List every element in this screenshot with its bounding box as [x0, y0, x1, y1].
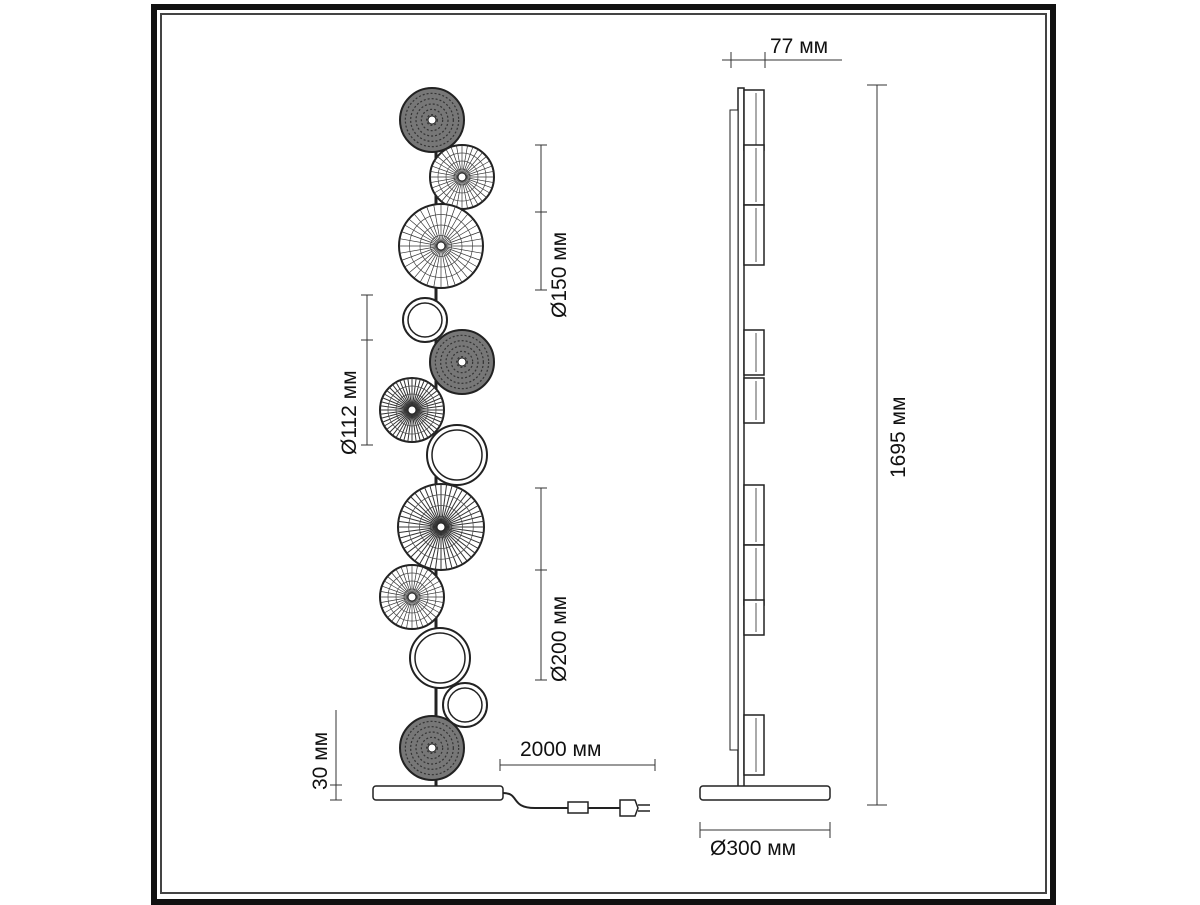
- lamp-ring: [442, 682, 488, 728]
- side-disk-panel: [743, 599, 765, 636]
- lamp-disk: [379, 377, 445, 443]
- lamp-disk: [399, 715, 465, 781]
- dim-label-disk-150: Ø150 мм: [548, 232, 571, 318]
- plug-icon: [619, 799, 639, 817]
- dim-label-total-height: 1695 мм: [887, 397, 910, 478]
- lamp-disk: [429, 144, 495, 210]
- side-disk-panel: [743, 204, 765, 266]
- dim-label-base-diameter: Ø300 мм: [710, 837, 796, 860]
- lamp-base: [372, 785, 504, 801]
- dim-label-base-height: 30 мм: [309, 732, 332, 790]
- power-cord: [502, 792, 568, 809]
- dim-label-cord-length: 2000 мм: [520, 738, 601, 761]
- lamp-disk: [399, 87, 465, 153]
- lamp-ring: [426, 424, 488, 486]
- side-view: [699, 87, 831, 801]
- lamp-disk: [379, 564, 445, 630]
- drawing-frame-inner: [160, 13, 1047, 894]
- side-panels: [743, 89, 765, 776]
- lamp-disk: [429, 329, 495, 395]
- cord-switch: [567, 801, 589, 814]
- dim-label-disk-200: Ø200 мм: [548, 596, 571, 682]
- side-disk-panel: [743, 329, 765, 376]
- side-back-rail: [729, 109, 739, 751]
- side-disk-panel: [743, 544, 765, 606]
- lamp-disk: [397, 483, 485, 571]
- side-base: [699, 785, 831, 801]
- side-disk-panel: [743, 144, 765, 206]
- side-disk-panel: [743, 484, 765, 546]
- side-stem: [737, 87, 745, 789]
- lamp-disk: [398, 203, 484, 289]
- lamp-ring: [409, 627, 471, 689]
- dim-label-disk-112: Ø112 мм: [338, 370, 361, 455]
- dim-label-depth: 77 мм: [770, 35, 828, 58]
- lamp-disks: [379, 87, 495, 781]
- side-disk-panel: [743, 377, 765, 424]
- side-disk-panel: [743, 89, 765, 151]
- front-view: [372, 87, 650, 817]
- lamp-ring: [402, 297, 448, 343]
- dimension-lines: [330, 52, 887, 838]
- side-disk-panel: [743, 714, 765, 776]
